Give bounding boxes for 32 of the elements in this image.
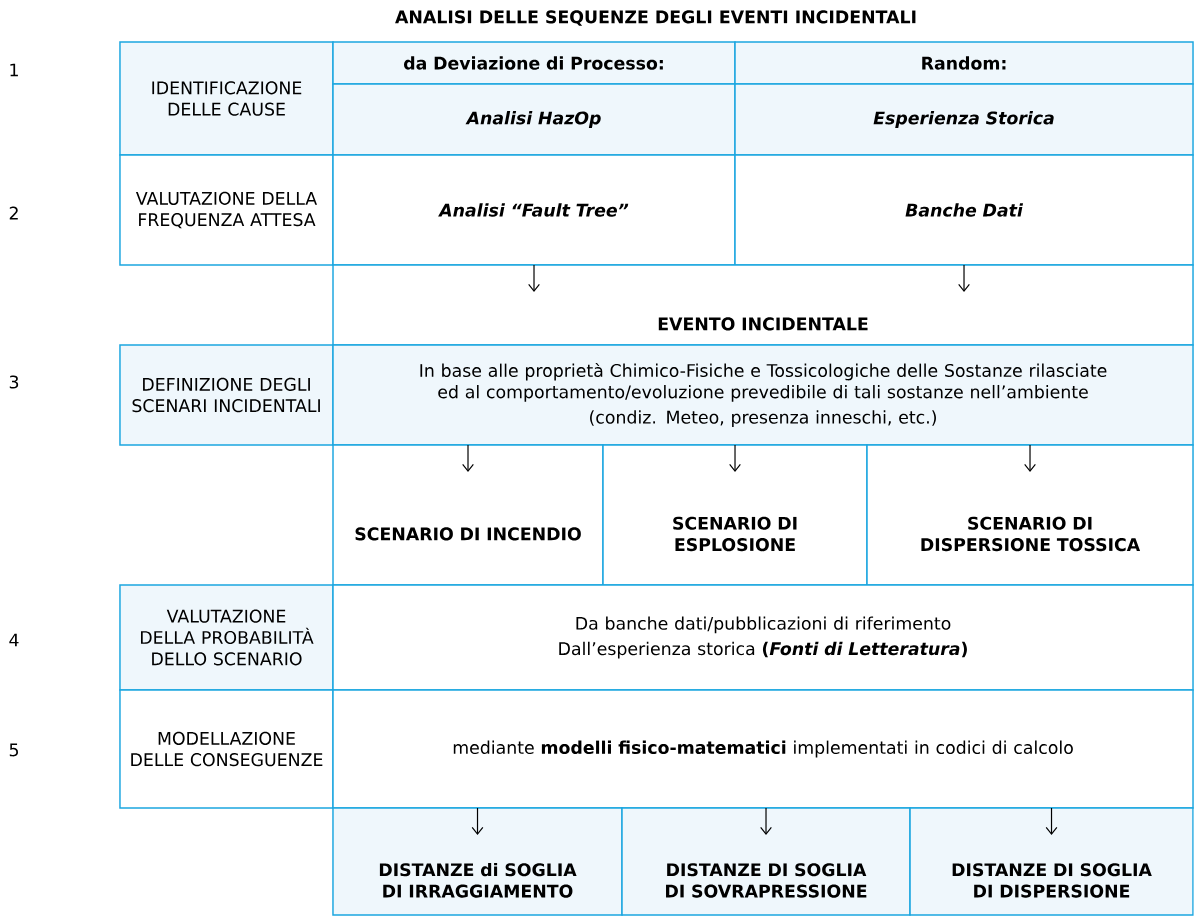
arrow bbox=[958, 264, 970, 292]
row-number: 2 bbox=[9, 206, 18, 220]
table-cell: EVENTO INCIDENTALE bbox=[332, 264, 1194, 346]
table-cell: SCENARIO DI INCENDIO bbox=[332, 444, 604, 586]
table-cell: VALUTAZIONE DELLA FREQUENZA ATTESA bbox=[119, 154, 334, 266]
title: ANALISI DELLE SEQUENZE DEGLI EVENTI INCIDENTALI bbox=[395, 10, 916, 26]
table-cell: Banche Dati bbox=[734, 154, 1194, 266]
arrow bbox=[1045, 807, 1058, 836]
arrow bbox=[760, 807, 772, 836]
table-cell: SCENARIO DI ESPLOSIONE bbox=[602, 444, 868, 586]
arrow bbox=[462, 444, 474, 472]
row-number: 5 bbox=[9, 743, 18, 757]
table-cell: da Deviazione di Processo: bbox=[332, 41, 736, 85]
table-cell: Random: bbox=[734, 41, 1194, 85]
table-cell: DEFINIZIONE DEGLI SCENARI INCIDENTALI bbox=[119, 344, 334, 446]
table-cell: Esperienza Storica bbox=[734, 83, 1194, 156]
arrow bbox=[1024, 444, 1036, 472]
row-number: 3 bbox=[9, 375, 19, 389]
table-cell: MODELLAZIONE DELLE CONSEGUENZE bbox=[119, 689, 334, 809]
table-cell: IDENTIFICAZIONE DELLE CAUSE bbox=[119, 41, 334, 156]
table-cell: SCENARIO DI DISPERSIONE TOSSICA bbox=[866, 444, 1194, 586]
table-cell: Analisi “Fault Tree” bbox=[332, 154, 736, 266]
table-cell: DISTANZE di SOGLIA DI IRRAGGIAMENTO bbox=[332, 807, 623, 916]
table-cell: DISTANZE DI SOGLIA DI SOVRAPRESSIONE bbox=[621, 807, 911, 916]
table-cell: DISTANZE DI SOGLIA DI DISPERSIONE bbox=[909, 807, 1194, 916]
arrow bbox=[729, 444, 741, 472]
table-cell: VALUTAZIONE DELLA PROBABILITÀ DELLO SCENARIO bbox=[119, 584, 334, 691]
row-number: 4 bbox=[9, 633, 19, 647]
arrow bbox=[471, 807, 484, 836]
table-cell: Analisi HazOp bbox=[332, 83, 736, 156]
arrow bbox=[528, 264, 540, 292]
row-number: 1 bbox=[10, 63, 18, 77]
